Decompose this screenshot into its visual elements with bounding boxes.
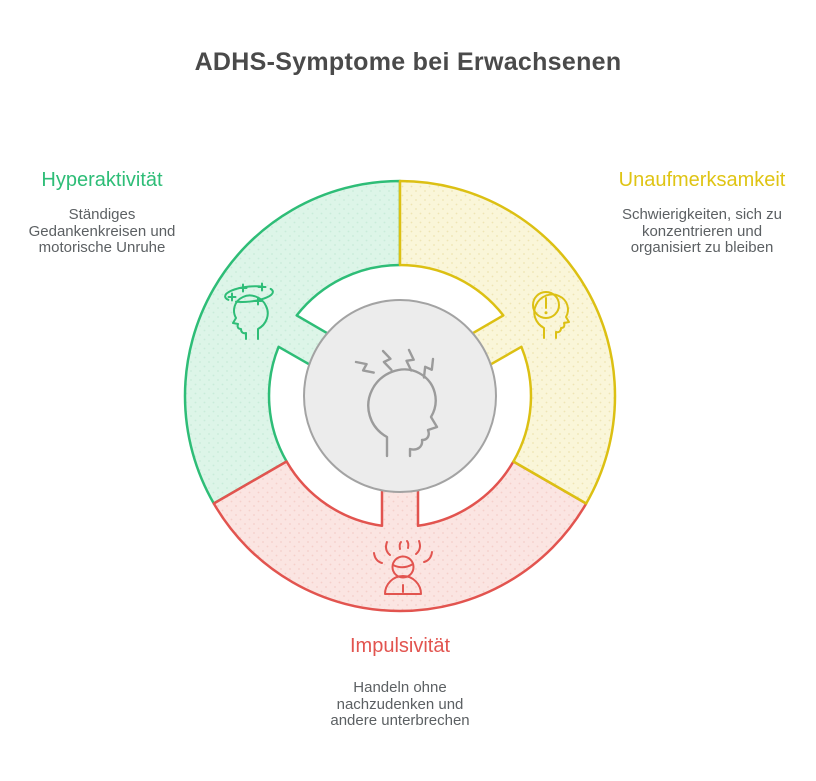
lightning-bolt-icon xyxy=(405,348,415,372)
head-with-exclamation-icon xyxy=(532,291,570,339)
label-hyperaktivitaet-description: Ständiges Gedankenkreisen und motorische… xyxy=(18,206,186,257)
label-line: nachzudenken und xyxy=(336,695,464,713)
segment-shape-hyperaktivitaet xyxy=(183,179,402,505)
label-line: Schwierigkeiten, sich zu xyxy=(621,206,783,223)
lightning-bolt-icon xyxy=(354,360,375,374)
label-impulsivitaet-title: Impulsivität xyxy=(349,635,451,657)
label-impulsivitaet-description: Handeln ohne nachzudenken und andere unt… xyxy=(325,679,475,730)
label-line: konzentrieren und xyxy=(641,222,763,240)
segment-hyperaktivitaet xyxy=(183,179,402,505)
label-hyperaktivitaet: Hyperaktivität Ständiges Gedankenkreisen… xyxy=(18,169,186,257)
dizzy-head-icon xyxy=(224,282,274,340)
lightning-bolt-icon xyxy=(381,349,393,372)
label-unaufmerksamkeit: Unaufmerksamkeit Schwierigkeiten, sich z… xyxy=(615,169,789,257)
head-profile-outline xyxy=(367,368,439,458)
page-title: ADHS-Symptome bei Erwachsenen xyxy=(194,48,622,76)
label-unaufmerksamkeit-description: Schwierigkeiten, sich zu konzentrieren u… xyxy=(615,206,789,257)
segment-impulsivitaet xyxy=(212,460,588,613)
label-line: Gedankenkreisen und xyxy=(28,222,176,240)
label-line: organisiert zu bleiben xyxy=(630,239,774,256)
label-unaufmerksamkeit-title: Unaufmerksamkeit xyxy=(618,169,786,191)
label-hyperaktivitaet-title: Hyperaktivität xyxy=(41,169,163,191)
center-circle xyxy=(303,299,497,493)
label-impulsivitaet: Impulsivität Handeln ohne nachzudenken u… xyxy=(325,635,475,730)
label-line: andere unterbrechen xyxy=(330,712,470,729)
segment-unaufmerksamkeit xyxy=(398,179,617,505)
segment-shape-unaufmerksamkeit xyxy=(398,179,617,505)
stressed-head-with-lightning-bolts-icon xyxy=(354,348,439,458)
lightning-bolt-icon xyxy=(422,357,435,379)
label-line: motorische Unruhe xyxy=(38,239,166,256)
label-line: Handeln ohne xyxy=(353,679,447,696)
segment-shape-impulsivitaet xyxy=(212,460,588,613)
label-line: Ständiges xyxy=(68,206,136,223)
angry-person-icon xyxy=(373,540,433,595)
